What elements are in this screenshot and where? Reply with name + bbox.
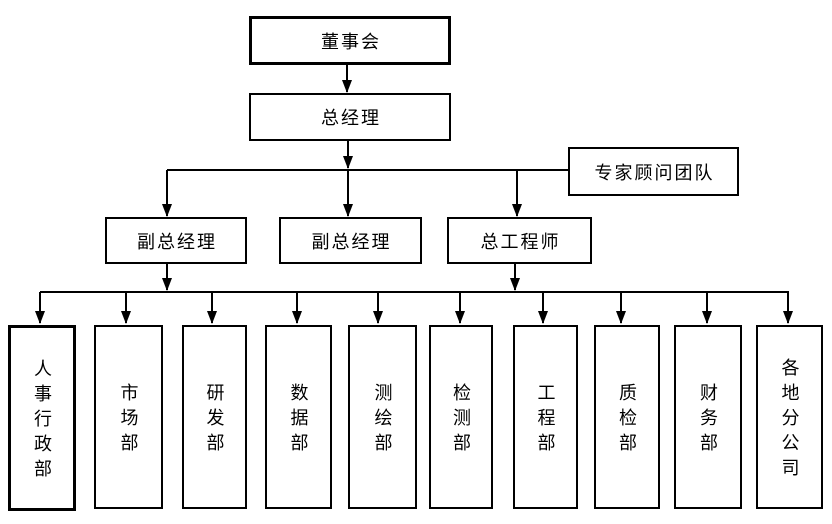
dept-label: 数据部 (288, 383, 309, 458)
dept-rnd: 研发部 (182, 325, 247, 509)
dept-engineering: 工程部 (513, 325, 578, 509)
node-board: 董事会 (249, 16, 451, 65)
dept-hr-admin: 人事行政部 (8, 325, 76, 511)
dept-surveying-mapping: 测绘部 (348, 325, 417, 509)
dept-label: 检测部 (451, 383, 471, 458)
dept-label: 财务部 (698, 383, 718, 458)
node-deputy-gm-mid: 副总经理 (279, 217, 422, 264)
dept-label: 市场部 (118, 383, 139, 458)
node-chief-engineer: 总工程师 (447, 217, 592, 264)
dept-inspection: 检测部 (429, 325, 493, 509)
dept-label: 研发部 (204, 383, 225, 458)
dept-data: 数据部 (265, 325, 332, 509)
dept-marketing: 市场部 (94, 325, 163, 509)
node-general-manager: 总经理 (249, 93, 451, 141)
dept-quality-control: 质检部 (594, 325, 660, 509)
dept-label: 各地分公司 (779, 358, 800, 483)
dept-label: 工程部 (535, 383, 556, 458)
node-deputy-gm-left: 副总经理 (105, 217, 247, 264)
dept-label: 人事行政部 (32, 359, 52, 484)
dept-label: 质检部 (617, 383, 637, 458)
dept-regional-branches: 各地分公司 (756, 325, 823, 509)
node-expert-advisory-team: 专家顾问团队 (568, 147, 739, 196)
dept-label: 测绘部 (372, 383, 393, 458)
dept-finance: 财务部 (674, 325, 742, 509)
